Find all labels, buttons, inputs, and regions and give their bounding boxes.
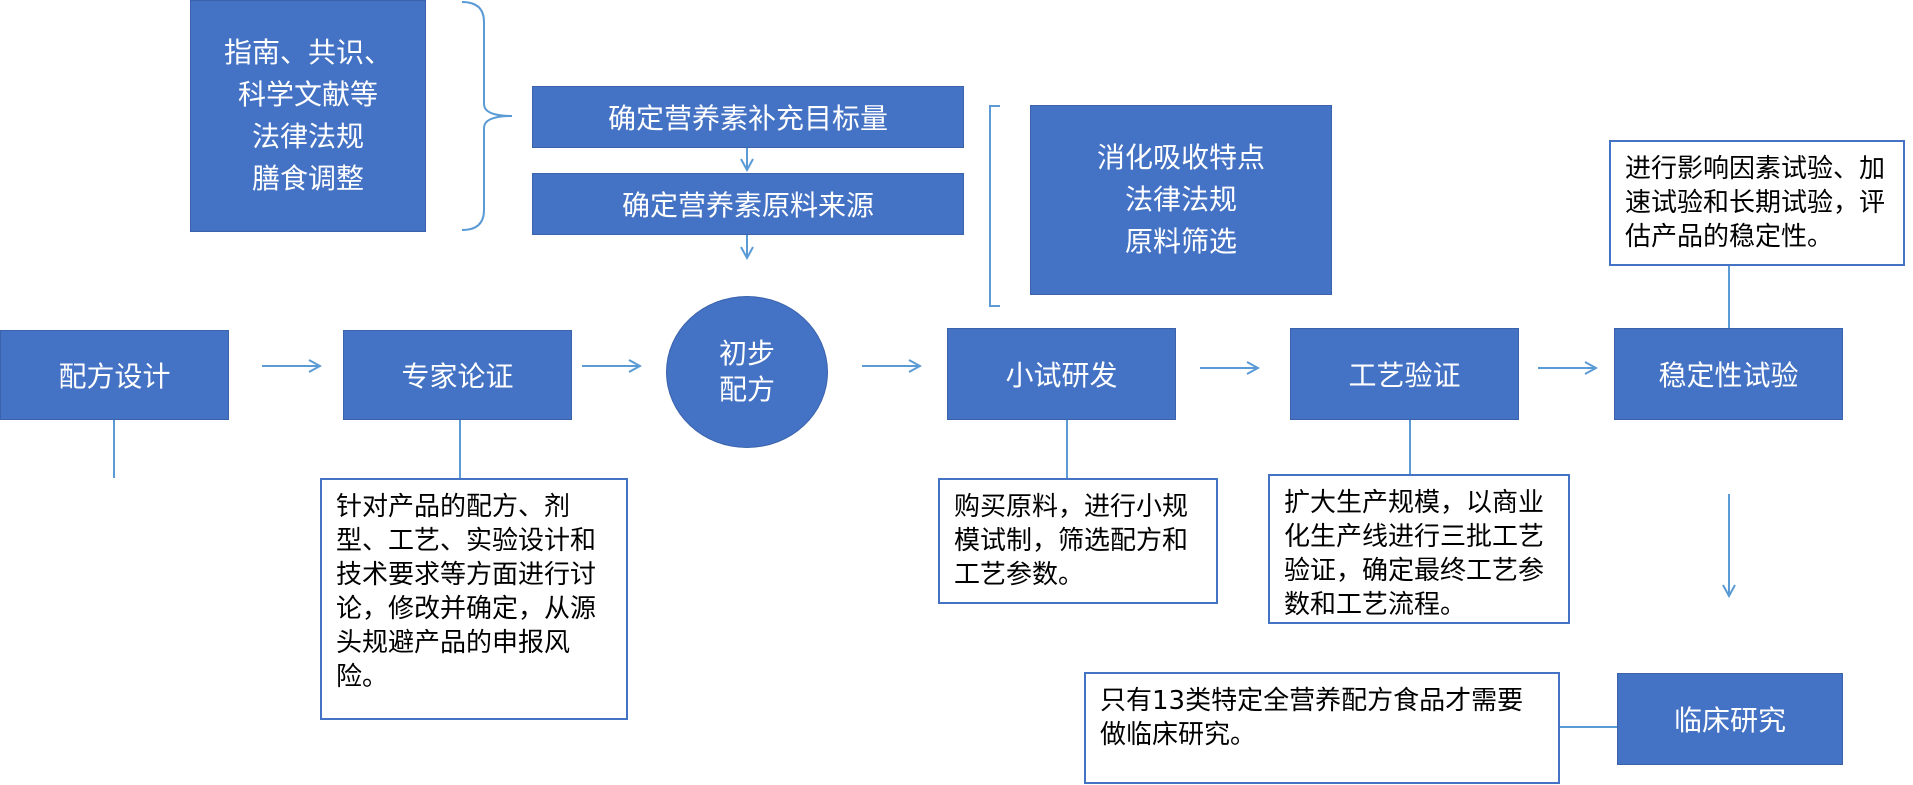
- pilot-development-note: 购买原料，进行小规模试制，筛选配方和工艺参数。: [938, 478, 1218, 604]
- references-brace: [461, 1, 513, 231]
- references-line: 科学文献等: [237, 78, 378, 111]
- expert-review-note: 针对产品的配方、剂型、工艺、实验设计和技术要求等方面进行讨论，修改并确定，从源头…: [320, 478, 628, 720]
- stability-note-text: 进行影响因素试验、加速试验和长期试验，评估产品的稳定性。: [1625, 154, 1886, 252]
- step-clinical-study-label: 临床研究: [1673, 704, 1786, 737]
- step-stability-test: 稳定性试验: [1614, 328, 1843, 420]
- raw-material-source-label: 确定营养素原料来源: [621, 189, 874, 222]
- preliminary-line: 初步: [718, 337, 775, 370]
- considerations-line: 消化吸收特点: [1096, 141, 1265, 174]
- step-process-validation-label: 工艺验证: [1348, 359, 1461, 392]
- references-line: 膳食调整: [251, 162, 364, 195]
- raw-material-source-box: 确定营养素原料来源: [532, 173, 964, 235]
- step-expert-review: 专家论证: [343, 330, 572, 420]
- process-validation-note-text: 扩大生产规模，以商业化生产线进行三批工艺验证，确定最终工艺参数和工艺流程。: [1284, 488, 1545, 620]
- step-preliminary-formula: 初步 配方: [666, 296, 828, 448]
- process-validation-note: 扩大生产规模，以商业化生产线进行三批工艺验证，确定最终工艺参数和工艺流程。: [1268, 474, 1570, 624]
- target-amount-label: 确定营养素补充目标量: [607, 102, 888, 135]
- step-formula-design-label: 配方设计: [58, 360, 171, 393]
- stability-note: 进行影响因素试验、加速试验和长期试验，评估产品的稳定性。: [1609, 140, 1905, 266]
- expert-review-note-text: 针对产品的配方、剂型、工艺、实验设计和技术要求等方面进行讨论，修改并确定，从源头…: [336, 492, 597, 692]
- step-process-validation: 工艺验证: [1290, 328, 1519, 420]
- target-amount-box: 确定营养素补充目标量: [532, 86, 964, 148]
- references-line: 法律法规: [251, 120, 364, 153]
- clinical-study-note-text: 只有13类特定全营养配方食品才需要做临床研究。: [1100, 686, 1524, 750]
- step-stability-test-label: 稳定性试验: [1658, 359, 1799, 392]
- considerations-bracket: [989, 105, 1000, 307]
- preliminary-line: 配方: [718, 373, 775, 406]
- step-clinical-study: 临床研究: [1617, 673, 1843, 765]
- step-expert-review-label: 专家论证: [401, 360, 514, 393]
- references-line: 指南、共识、: [223, 36, 392, 69]
- considerations-line: 法律法规: [1124, 183, 1237, 216]
- considerations-line: 原料筛选: [1124, 225, 1237, 258]
- references-box: 指南、共识、 科学文献等 法律法规 膳食调整: [190, 0, 426, 232]
- considerations-box: 消化吸收特点 法律法规 原料筛选: [1030, 105, 1332, 295]
- clinical-study-note: 只有13类特定全营养配方食品才需要做临床研究。: [1084, 672, 1560, 784]
- step-formula-design: 配方设计: [0, 330, 229, 420]
- step-pilot-development: 小试研发: [947, 328, 1176, 420]
- pilot-development-note-text: 购买原料，进行小规模试制，筛选配方和工艺参数。: [954, 492, 1189, 590]
- step-pilot-development-label: 小试研发: [1005, 359, 1118, 392]
